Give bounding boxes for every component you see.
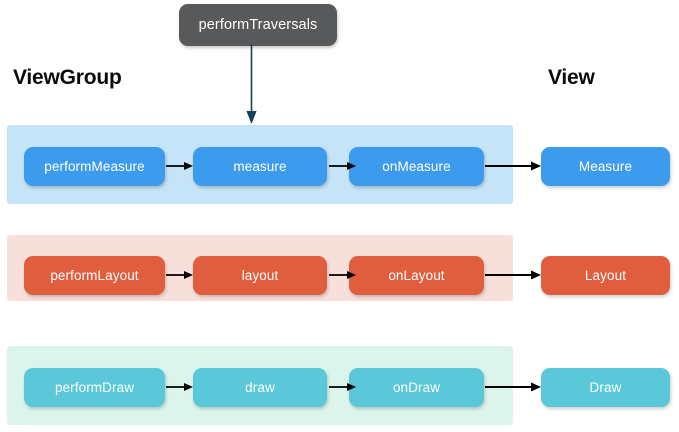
node-on-measure[interactable]: onMeasure — [349, 147, 484, 186]
arrow-perform-layout-to-layout — [166, 271, 193, 279]
arrow-traversals-to-measure — [246, 44, 257, 124]
arrow-perform-draw-to-draw — [166, 383, 193, 391]
node-perform-layout[interactable]: performLayout — [24, 256, 165, 295]
arrow-measure-to-on-measure — [329, 162, 356, 170]
node-draw[interactable]: draw — [193, 368, 327, 407]
arrow-on-measure-to-view-measure — [485, 161, 541, 171]
arrow-on-layout-to-view-layout — [485, 270, 541, 280]
node-perform-draw[interactable]: performDraw — [24, 368, 165, 407]
node-view-layout[interactable]: Layout — [541, 256, 670, 295]
node-perform-measure[interactable]: performMeasure — [24, 147, 165, 186]
node-layout[interactable]: layout — [193, 256, 327, 295]
node-view-measure[interactable]: Measure — [541, 147, 670, 186]
column-heading-viewgroup: ViewGroup — [13, 66, 122, 89]
arrow-layout-to-on-layout — [329, 271, 356, 279]
arrow-draw-to-on-draw — [329, 383, 356, 391]
node-measure[interactable]: measure — [193, 147, 327, 186]
arrow-perform-measure-to-measure — [166, 162, 193, 170]
node-on-draw[interactable]: onDraw — [349, 368, 484, 407]
node-view-draw[interactable]: Draw — [541, 368, 670, 407]
node-perform-traversals[interactable]: performTraversals — [179, 4, 337, 46]
column-heading-view: View — [548, 66, 595, 89]
arrow-on-draw-to-view-draw — [485, 382, 541, 392]
node-on-layout[interactable]: onLayout — [349, 256, 484, 295]
